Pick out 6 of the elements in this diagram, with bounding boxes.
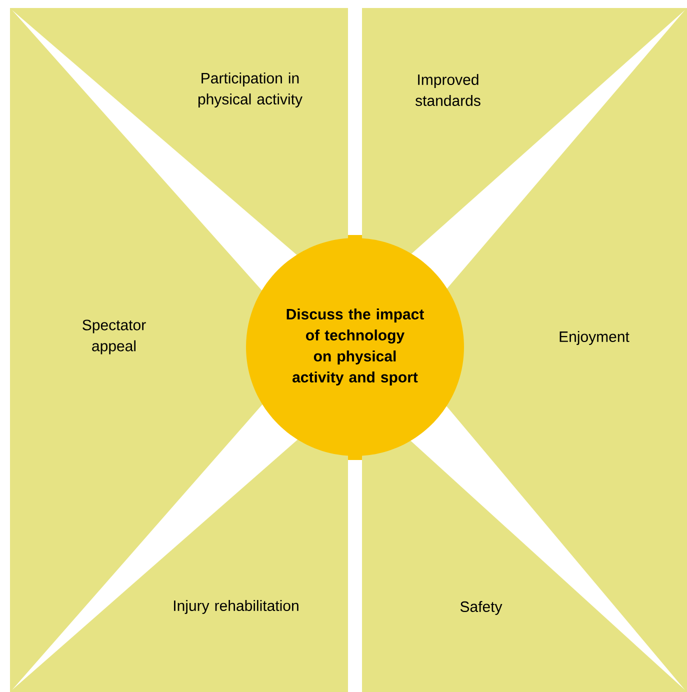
quadrant-label: Injury rehabilitation [174, 600, 298, 614]
quadrant-label: Safety [460, 601, 502, 615]
quadrant-label: Improved standards [416, 74, 480, 106]
quadrant-label: Participation in physical activity [198, 72, 302, 108]
quadrant-label: Spectator appeal [82, 320, 146, 354]
quadrant-label: Enjoyment [560, 331, 630, 345]
